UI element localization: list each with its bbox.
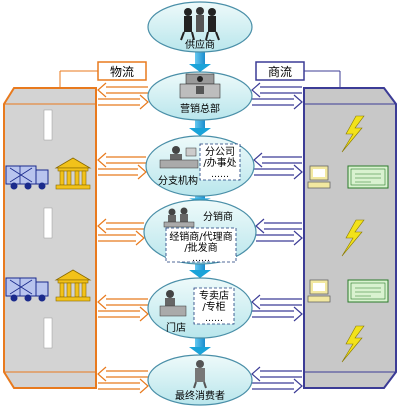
distributor-box-line-1: 经销商/代理商 xyxy=(169,230,232,243)
branch-box-line-2: /办事处 xyxy=(203,156,236,169)
logistics-arrow-right xyxy=(98,378,149,394)
commerce-arrow-right xyxy=(256,230,303,246)
lane-marking xyxy=(43,317,53,349)
commerce-arrow-left xyxy=(251,366,302,382)
logistics-arrow-left xyxy=(97,218,144,234)
logistics-arrow-right xyxy=(98,164,147,180)
logistics-label-box: 物流 xyxy=(97,61,147,81)
commerce-label-box: 商流 xyxy=(255,61,305,81)
logistics-arrow-left xyxy=(97,152,146,168)
lane-marking xyxy=(43,207,53,239)
headquarters-node: 营销总部 xyxy=(147,71,253,121)
people-group-icon xyxy=(180,7,220,41)
certificate-icon xyxy=(347,279,389,303)
down-arrow xyxy=(189,338,211,355)
commerce-arrow-right xyxy=(254,164,303,180)
store-label: 门店 xyxy=(166,321,186,334)
distributor-title: 分销商 xyxy=(203,210,233,223)
computer-icon xyxy=(307,165,331,189)
branch-detail-box xyxy=(199,143,241,181)
distributor-box-line-2: /批发商 xyxy=(184,241,217,254)
lightning-icon xyxy=(341,325,365,363)
lane-marking xyxy=(43,109,53,141)
down-arrow xyxy=(189,264,211,278)
store-box-line-3: …… xyxy=(205,314,223,324)
office-desk-icon xyxy=(159,146,199,169)
consumer-node: 最终消费者 xyxy=(147,354,253,406)
down-arrow xyxy=(189,120,211,136)
lightning-icon xyxy=(341,115,365,153)
branch-box-line-1: 分公司 xyxy=(205,146,235,158)
commerce-arrow-left xyxy=(253,152,302,168)
distributor-box-line-3: …… xyxy=(192,254,210,264)
truck-icon xyxy=(5,277,49,302)
logistics-arrow-left xyxy=(97,294,148,310)
logistics-arrow-right xyxy=(98,230,145,246)
commerce-arrow-right xyxy=(252,306,303,322)
lightning-icon xyxy=(341,219,365,257)
branch-node: 分公司 /办事处 …… 分支机构 xyxy=(145,135,255,197)
down-arrow xyxy=(189,52,211,72)
branch-box-line-3: …… xyxy=(211,170,229,180)
supplier-label: 供应商 xyxy=(185,38,215,51)
logistics-arrow-left xyxy=(97,366,148,382)
branch-label: 分支机构 xyxy=(158,174,198,187)
computer-icon xyxy=(307,279,331,303)
bank-icon xyxy=(54,157,92,190)
logistics-arrow-left xyxy=(97,82,148,98)
flow-arrows xyxy=(97,82,303,394)
commerce-arrow-left xyxy=(251,82,302,98)
commerce-arrow-left xyxy=(255,218,302,234)
commerce-arrow-right xyxy=(252,378,303,394)
store-box-line-1: 专卖店 xyxy=(199,289,229,302)
headquarters-label: 营销总部 xyxy=(180,102,220,115)
logistics-arrow-right xyxy=(98,306,149,322)
truck-icon xyxy=(5,165,49,190)
logistics-arrow-right xyxy=(98,94,149,110)
distributor-detail-box xyxy=(165,227,237,263)
logistics-label: 物流 xyxy=(110,65,134,79)
supplier-node: 供应商 xyxy=(147,1,253,53)
reception-desk-icon xyxy=(179,73,221,99)
certificate-icon xyxy=(347,165,389,189)
person-icon xyxy=(193,360,207,389)
commerce-label: 商流 xyxy=(268,64,292,79)
commerce-arrow-right xyxy=(252,94,303,110)
store-detail-box xyxy=(193,287,235,325)
down-arrows xyxy=(189,52,211,355)
office-people-icon xyxy=(163,207,195,228)
store-node: 专卖店 /专柜 …… 门店 xyxy=(147,277,253,339)
bank-icon xyxy=(54,269,92,302)
logistics-road-panel xyxy=(3,87,97,389)
shop-counter-icon xyxy=(159,290,187,317)
store-box-line-2: /专柜 xyxy=(202,300,225,313)
distributor-node: 分销商 经销商/代理商 /批发商 …… xyxy=(143,199,257,265)
commerce-arrow-left xyxy=(251,294,302,310)
consumer-label: 最终消费者 xyxy=(175,389,225,402)
